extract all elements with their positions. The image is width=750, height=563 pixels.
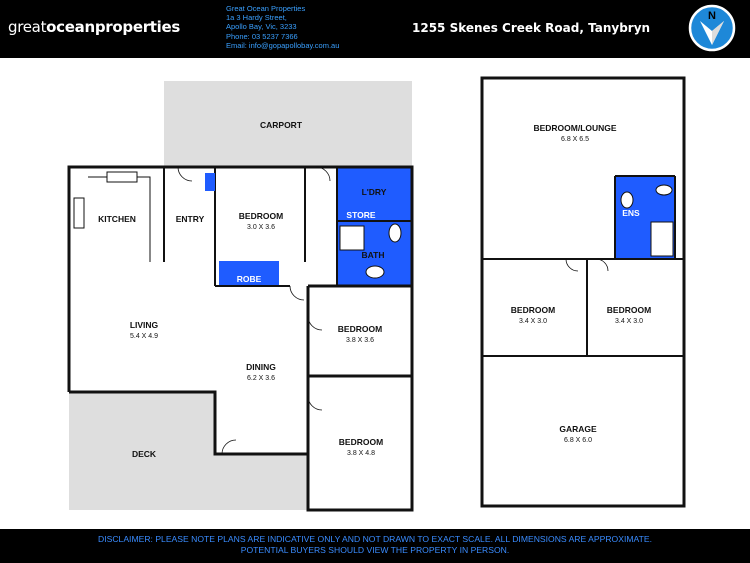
laundry-area [337,167,412,221]
room-dims-bedroom-1: 3.0 X 3.6 [247,224,275,231]
contact-phone: Phone: 03 5237 7366 [226,31,298,41]
room-label-robe: ROBE [237,274,262,284]
room-label-bedroom-3: BEDROOM [339,437,383,447]
room-label-bedroom-5: BEDROOM [607,305,651,315]
compass-icon: N [688,4,736,52]
logo-part-ocean: ocean [46,18,95,36]
cooktop [73,197,85,229]
door-swings [177,166,331,455]
basin-icon [365,265,385,279]
room-dims-bedroom-2: 3.8 X 3.6 [346,337,374,344]
room-label-bedroom-4: BEDROOM [511,305,555,315]
upper-floor-walls [480,76,686,508]
room-label-kitchen: KITCHEN [98,214,136,224]
room-label-bath: BATH [362,250,385,260]
room-dims-garage: 6.8 X 6.0 [564,437,592,444]
upper-door-swings [565,258,609,272]
upper-floor-interior-walls [482,175,684,357]
contact-line: 1a 3 Hardy Street, [226,13,287,23]
entry-cupboard [205,173,215,191]
contact-email[interactable]: Email: info@gopapollobay.com.au [226,40,340,50]
robe-area [219,261,279,286]
brand-logo[interactable]: greatoceanproperties [8,18,180,36]
carport-area [164,81,412,167]
room-label-bedroom-lounge: BEDROOM/LOUNGE [533,123,616,133]
room-label-carport: CARPORT [260,120,303,130]
room-label-dining: DINING [246,362,276,372]
header-bar: greatoceanproperties Great Ocean Propert… [0,0,750,58]
ensuite-shower [650,221,674,257]
compass-north-label: N [708,10,716,22]
agency-contact: Great Ocean Properties 1a 3 Hardy Street… [226,4,339,50]
room-dims-bedroom-4: 3.4 X 3.0 [519,318,547,325]
shower [339,225,365,251]
room-label-laundry: L'DRY [362,187,387,197]
logo-part-great: great [8,18,47,36]
room-label-entry: ENTRY [176,214,205,224]
ensuite-basin-icon [620,191,634,209]
disclaimer-line-2: POTENTIAL BUYERS SHOULD VIEW THE PROPERT… [240,545,510,555]
disclaimer-line-1: DISCLAIMER: PLEASE NOTE PLANS ARE INDICA… [98,534,652,544]
room-dims-bedroom-lounge: 6.8 X 6.5 [561,136,589,143]
room-label-bedroom-2: BEDROOM [338,324,382,334]
floor-plan: CARPORT KITCHEN ENTRY BEDROOM 3.0 X 3.6 … [67,76,686,512]
room-dims-living: 5.4 X 4.9 [130,333,158,340]
room-dims-dining: 6.2 X 3.6 [247,375,275,382]
room-label-living: LIVING [130,320,159,330]
kitchen-sink [106,171,138,183]
ground-floor-walls [67,165,414,512]
room-dims-bedroom-5: 3.4 X 3.0 [615,318,643,325]
deck-area-extension [215,454,308,510]
room-label-bedroom-1: BEDROOM [239,211,283,221]
room-label-store: STORE [346,210,375,220]
room-dims-bedroom-3: 3.8 X 4.8 [347,450,375,457]
toilet-icon [388,223,402,243]
room-label-garage: GARAGE [559,424,597,434]
room-label-deck: DECK [132,449,157,459]
ensuite-toilet-icon [655,184,673,196]
disclaimer-footer: DISCLAIMER: PLEASE NOTE PLANS ARE INDICA… [0,529,750,563]
deck-area [69,392,215,510]
property-address: 1255 Skenes Creek Road, Tanybryn [412,21,651,35]
contact-line: Apollo Bay, Vic, 3233 [226,22,297,32]
logo-part-properties: properties [94,18,181,36]
contact-line: Great Ocean Properties [226,4,306,13]
room-label-ensuite: ENS [622,208,640,218]
